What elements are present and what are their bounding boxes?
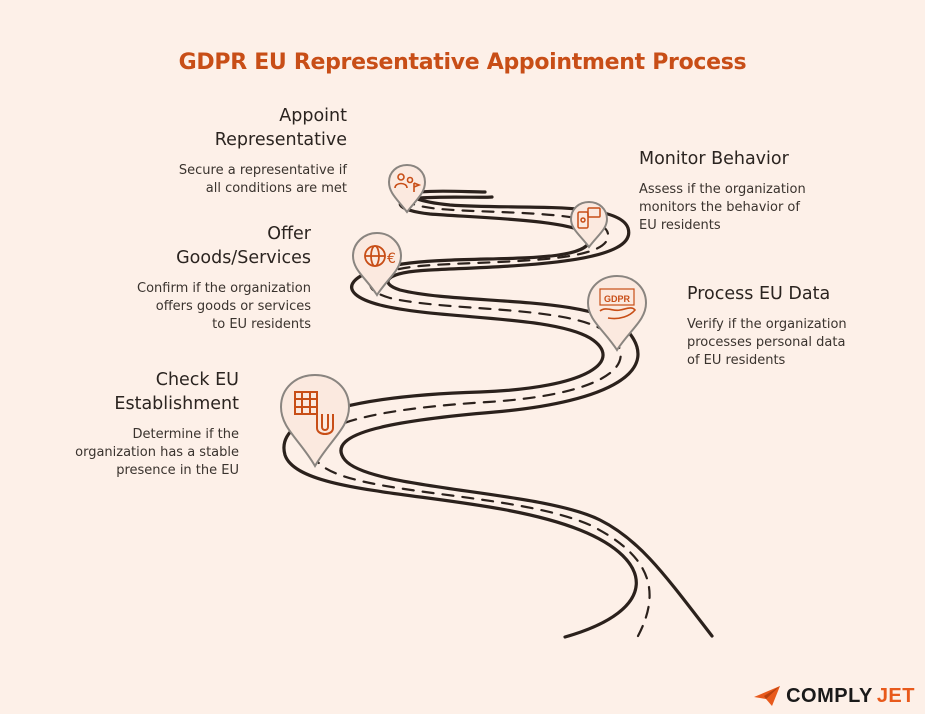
- pin-appoint: [387, 163, 427, 214]
- gdpr-hand-icon: GDPR: [599, 288, 637, 320]
- globe-euro-icon: €: [364, 245, 396, 267]
- people-flag-icon: [394, 173, 422, 192]
- pin-offer-goods: €: [351, 231, 403, 297]
- step-monitor: Monitor Behavior Assess if the organizat…: [639, 147, 859, 235]
- road-edge-outer: [282, 195, 638, 639]
- svg-text:€: €: [387, 251, 396, 267]
- step-process-data: Process EU Data Verify if the organizati…: [687, 282, 907, 370]
- pin-check-eu: [279, 373, 351, 468]
- page-title: GDPR EU Representative Appointment Proce…: [178, 50, 747, 75]
- devices-monitor-icon: [577, 207, 601, 229]
- road-edge-inner: [339, 189, 714, 638]
- step-heading: Process EU Data: [687, 284, 831, 304]
- pin-monitor: [569, 200, 609, 249]
- paper-plane-icon: [754, 686, 781, 706]
- eu-building-magnet-icon: [294, 391, 334, 435]
- brand-name-part1: COMPLY: [786, 684, 873, 707]
- pin-process-data: GDPR: [586, 274, 648, 352]
- svg-text:GDPR: GDPR: [604, 294, 631, 304]
- step-heading: Monitor Behavior: [639, 149, 789, 169]
- brand-name-part2: JET: [876, 684, 915, 707]
